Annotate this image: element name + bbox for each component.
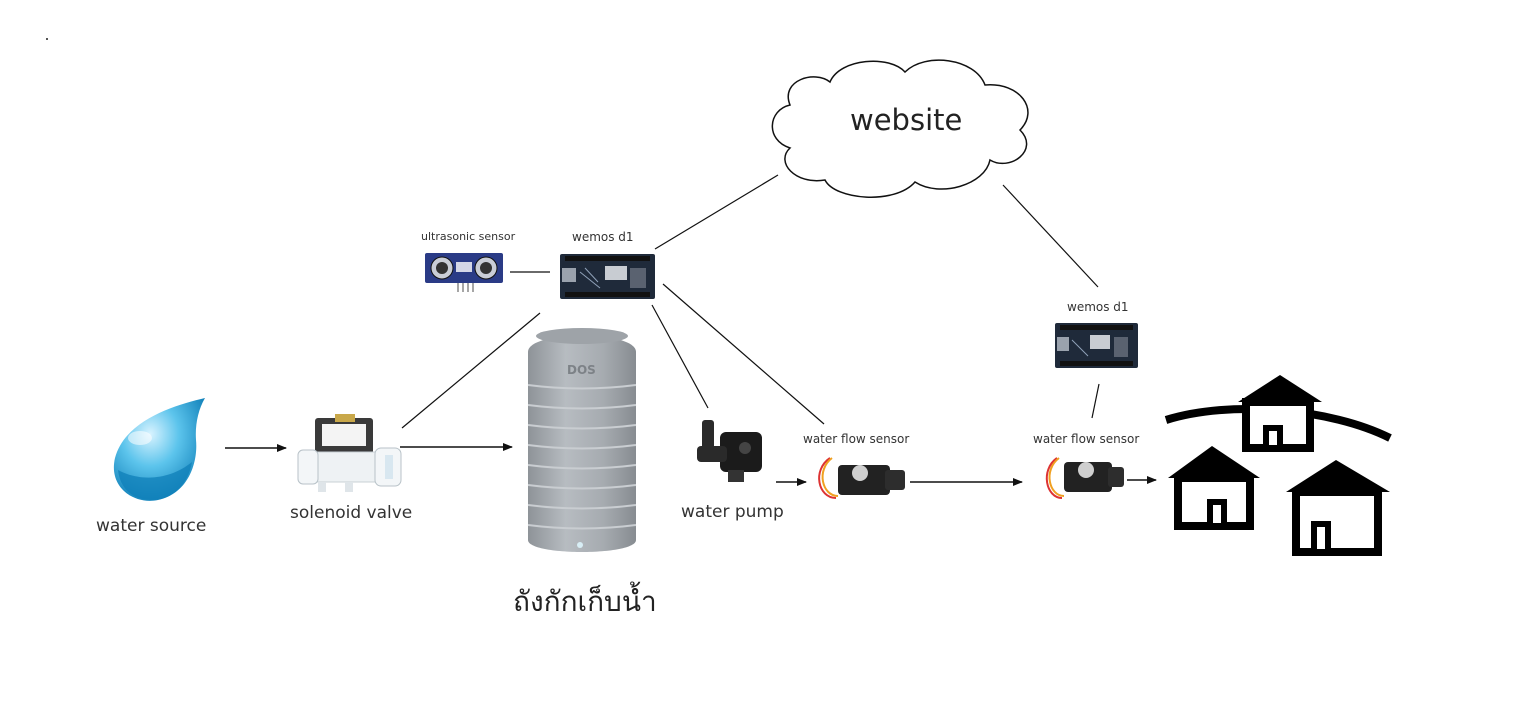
flow-sensor-icon: [818, 457, 905, 499]
flow-sensor-icon: [1045, 457, 1124, 499]
link-wemos-pump: [651, 304, 709, 409]
water-pump-icon: [697, 420, 762, 482]
wemos-board-icon: [1055, 323, 1138, 368]
connection-lines: [401, 174, 1100, 429]
water-source-label: water source: [96, 516, 207, 536]
flow-sensor-label-1: water flow sensor: [803, 432, 910, 446]
flow-arrows: [225, 443, 1157, 486]
ultrasonic-sensor-icon: [425, 253, 503, 292]
solenoid-valve-label: solenoid valve: [290, 503, 413, 523]
storage-tank-label: ถังกักเก็บน้ำ: [513, 585, 657, 618]
ultrasonic-sensor-label: ultrasonic sensor: [421, 230, 516, 243]
cloud-label: website: [850, 103, 963, 137]
water-pump-label: water pump: [681, 502, 784, 522]
water-drop-icon: [113, 398, 205, 501]
solenoid-valve-icon: [297, 414, 402, 492]
wemos-label-tank: wemos d1: [572, 230, 634, 244]
cloud-icon: [771, 59, 1029, 198]
link-wemos-valve: [401, 312, 541, 429]
link-wemos-website: [654, 174, 779, 250]
link-wemos-flow1: [662, 283, 825, 425]
wemos-label-village: wemos d1: [1067, 300, 1129, 314]
water-tank-icon: [527, 328, 637, 552]
link-website-wemos2: [1002, 184, 1099, 288]
link-wemos2-flow2: [1091, 383, 1100, 419]
stray-dot: [46, 38, 48, 40]
wemos-board-icon: [560, 254, 655, 299]
tank-brand-label: DOS: [567, 363, 596, 377]
flow-sensor-label-2: water flow sensor: [1033, 432, 1140, 446]
houses-icon: [1164, 375, 1392, 556]
